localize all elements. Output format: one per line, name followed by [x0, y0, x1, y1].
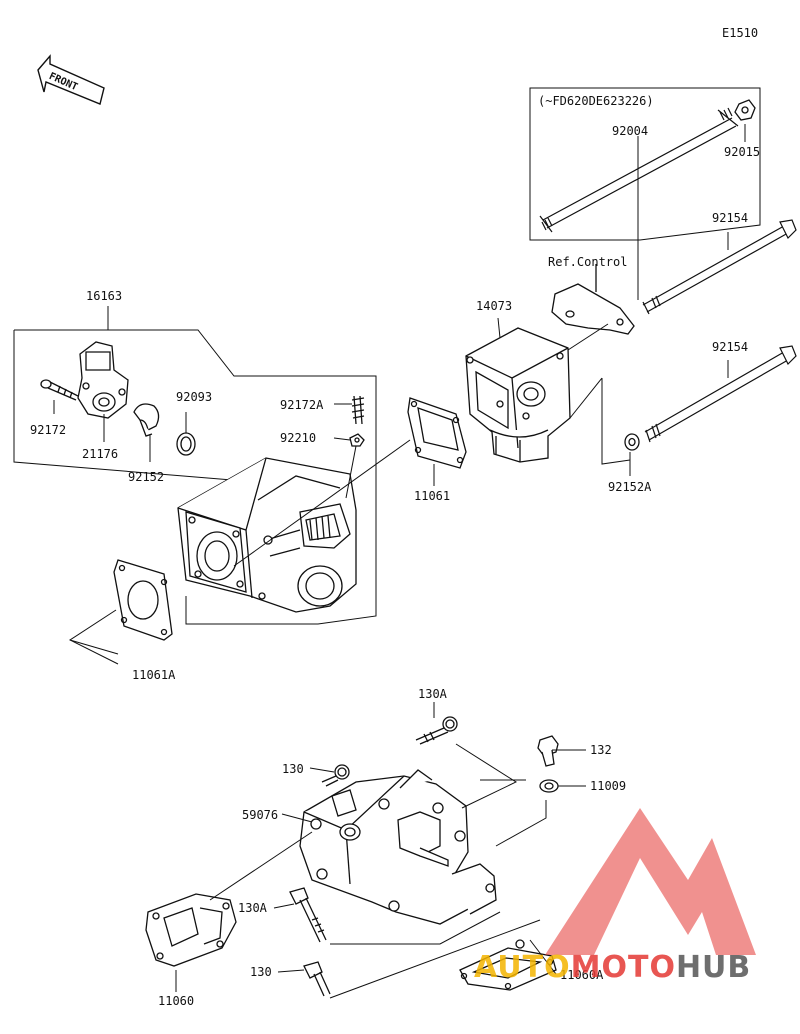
stud-92154-upper [643, 220, 796, 314]
part-label-92154-lower: 92154 [712, 340, 749, 354]
variant-note: (~FD620DE623226) [538, 94, 654, 108]
part-label-14073: 14073 [476, 299, 513, 313]
bolt-130-bottom [304, 962, 330, 996]
part-label-11060: 11060 [158, 994, 195, 1008]
part-label-130A-bottom: 130A [238, 901, 267, 915]
nut-92210 [350, 434, 364, 446]
watermark-logo-icon [545, 808, 756, 955]
gasket-11060A [460, 940, 556, 990]
manifold-14073 [466, 328, 570, 462]
clip-92152 [134, 404, 159, 436]
washer-92152A [625, 434, 639, 450]
screw-92172 [41, 380, 78, 400]
watermark-hub: HUB [675, 950, 752, 985]
ref-control-label: Ref.Control [548, 255, 628, 269]
part-label-92015: 92015 [724, 145, 761, 159]
watermark-moto: MOTO [570, 950, 676, 985]
watermark-auto: AUTO [474, 950, 571, 985]
part-label-92152: 92152 [128, 470, 165, 484]
watermark-text: AUTOMOTOHUB [474, 950, 751, 985]
part-label-11061: 11061 [414, 489, 451, 503]
part-label-11060A: 11060A [560, 968, 604, 982]
part-label-59076: 59076 [242, 808, 279, 822]
stud-92004 [540, 108, 738, 232]
front-arrow-icon [38, 56, 104, 104]
bolt-130-top [322, 765, 349, 786]
part-label-11061A: 11061A [132, 668, 176, 682]
leader-lines-bottom [176, 702, 586, 998]
oring-92093 [177, 433, 195, 455]
part-label-130-bottom: 130 [250, 965, 272, 979]
part-label-130-top: 130 [282, 762, 304, 776]
part-label-92004: 92004 [612, 124, 649, 138]
bolt-130A-bottom [290, 888, 326, 942]
page-code: E1510 [722, 26, 759, 40]
gasket-11061 [408, 398, 466, 468]
leader-lines-top [54, 124, 745, 664]
gasket-11060 [146, 894, 236, 966]
part-label-132: 132 [590, 743, 612, 757]
part-label-11009: 11009 [590, 779, 627, 793]
bolt-130A-top [416, 717, 457, 744]
ref-control-bracket [552, 264, 634, 334]
bolt-132 [538, 736, 558, 766]
part-label-92172A: 92172A [280, 398, 324, 412]
gasket-11061A [114, 560, 172, 640]
part-label-92172: 92172 [30, 423, 67, 437]
washer-11009 [540, 780, 558, 792]
variant-inset-box [530, 88, 760, 240]
part-label-92154-upper: 92154 [712, 211, 749, 225]
part-label-92210: 92210 [280, 431, 317, 445]
throttle-sensor-21176 [78, 342, 128, 418]
part-label-92152A: 92152A [608, 480, 652, 494]
bolt-92172A [352, 396, 364, 424]
part-label-16163: 16163 [86, 289, 123, 303]
throttle-body-16163 [178, 458, 356, 612]
thermostat-housing-59076 [300, 770, 496, 924]
part-label-130A-top: 130A [418, 687, 447, 701]
stud-92154-lower [645, 346, 796, 442]
part-label-92093: 92093 [176, 390, 213, 404]
part-label-21176: 21176 [82, 447, 119, 461]
throttle-body-group-outline [14, 330, 376, 624]
nut-92015 [735, 100, 755, 120]
